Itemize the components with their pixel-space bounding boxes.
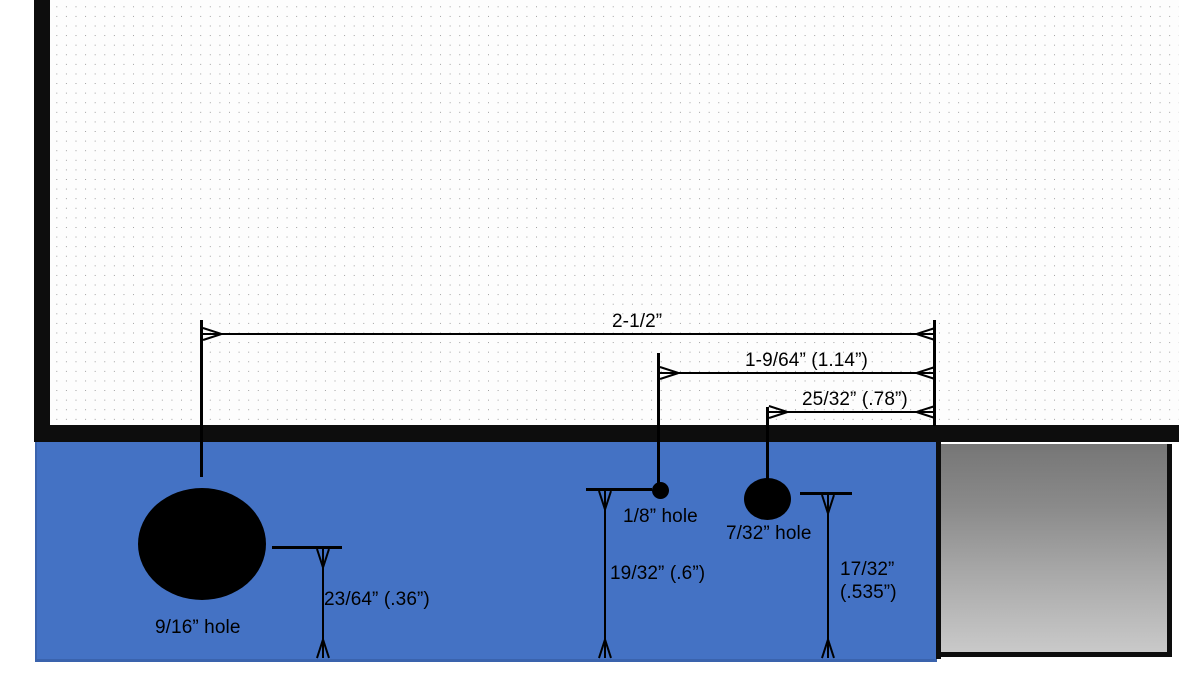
witness-line-medium-hole-level <box>800 492 852 495</box>
dim-label-medium-hole-drop-line1: 17/32” <box>840 559 895 580</box>
frame-left-post <box>34 0 50 442</box>
dotted-grid-background <box>50 0 1179 426</box>
witness-line-small-hole-level <box>586 488 652 491</box>
grey-block-left-edge <box>936 442 941 659</box>
small-hole <box>652 482 669 499</box>
dim-label-near-offset: 25/32” (.78”) <box>802 389 908 410</box>
frame-top-rail <box>34 425 1179 442</box>
hole-label-large: 9/16” hole <box>155 617 241 638</box>
dim-shaft-large-hole-drop <box>322 548 324 658</box>
dim-shaft-small-hole-drop <box>604 490 606 658</box>
dim-label-overall-width: 2-1/2” <box>612 311 663 332</box>
hole-label-medium: 7/32” hole <box>726 523 812 544</box>
witness-line-large-hole-bottom <box>272 546 342 549</box>
dim-shaft-overall-width <box>202 333 935 335</box>
dim-label-large-hole-drop: 23/64” (.36”) <box>324 589 430 610</box>
witness-line-small-hole <box>657 353 660 487</box>
grey-gradient-block <box>941 444 1172 657</box>
dim-label-small-hole-drop: 19/32” (.6”) <box>610 563 706 584</box>
hole-label-small: 1/8” hole <box>623 506 698 527</box>
witness-line-medium-hole <box>766 407 769 487</box>
dim-shaft-near-offset <box>768 411 935 413</box>
dim-label-mid-offset: 1-9/64” (1.14”) <box>745 350 868 371</box>
witness-line-left-edge <box>200 320 203 477</box>
dim-shaft-mid-offset <box>659 372 935 374</box>
large-hole <box>138 488 266 600</box>
dim-label-medium-hole-drop-line2: (.535”) <box>840 582 897 603</box>
dim-shaft-medium-hole-drop <box>827 494 829 658</box>
